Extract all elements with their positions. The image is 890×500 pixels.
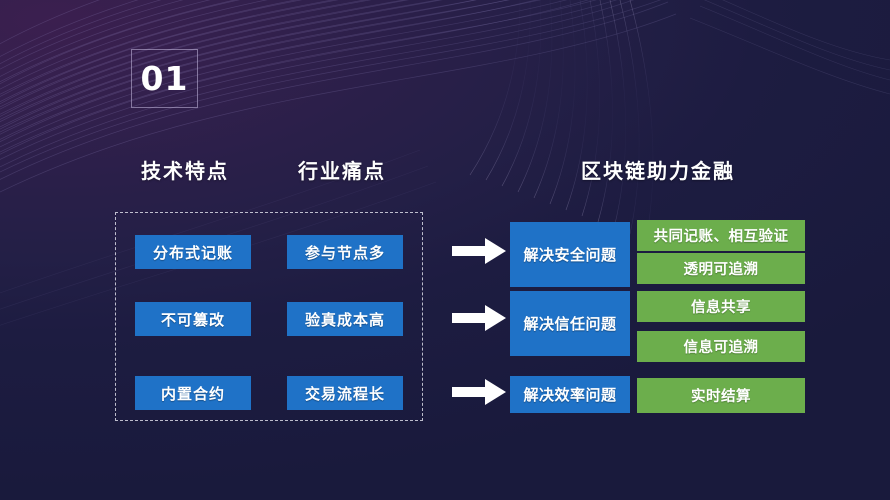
arrow-right-icon [452, 379, 506, 405]
benefit-box-5[interactable]: 实时结算 [637, 378, 805, 413]
benefit-box-2[interactable]: 透明可追溯 [637, 253, 805, 284]
heading-pain-points: 行业痛点 [298, 161, 386, 183]
heading-blockchain-finance: 区块链助力金融 [581, 161, 735, 183]
solution-box-3[interactable]: 解决效率问题 [510, 376, 630, 413]
dashed-group-border [115, 212, 423, 421]
tech-feature-box-2[interactable]: 不可篡改 [135, 302, 251, 336]
pain-point-box-3[interactable]: 交易流程长 [287, 376, 403, 410]
pain-point-box-2[interactable]: 验真成本高 [287, 302, 403, 336]
tech-feature-box-3[interactable]: 内置合约 [135, 376, 251, 410]
section-number: 01 [140, 59, 189, 98]
solution-box-2[interactable]: 解决信任问题 [510, 291, 630, 356]
heading-tech-features: 技术特点 [141, 161, 229, 183]
benefit-box-4[interactable]: 信息可追溯 [637, 331, 805, 362]
solution-box-1[interactable]: 解决安全问题 [510, 222, 630, 287]
benefit-box-3[interactable]: 信息共享 [637, 291, 805, 322]
pain-point-box-1[interactable]: 参与节点多 [287, 235, 403, 269]
arrow-right-icon [452, 305, 506, 331]
benefit-box-1[interactable]: 共同记账、相互验证 [637, 220, 805, 251]
section-number-box: 01 [131, 49, 198, 108]
tech-feature-box-1[interactable]: 分布式记账 [135, 235, 251, 269]
arrow-right-icon [452, 238, 506, 264]
